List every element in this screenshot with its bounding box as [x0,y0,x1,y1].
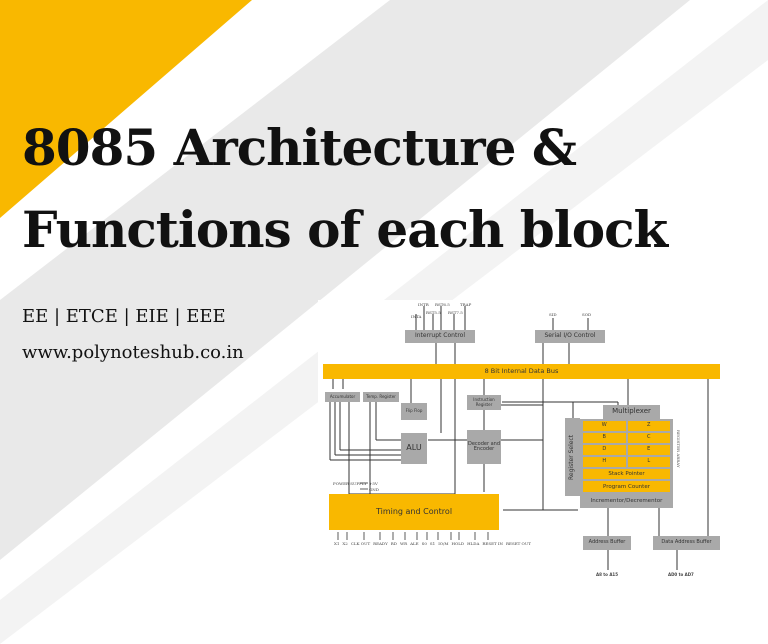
pin-sid: SID [549,312,557,317]
title-line-1: 8085 Architecture & [22,118,577,177]
pin-s0: S0 [421,541,427,546]
pin-io-m: IO/M [438,541,449,546]
pin-rst75: RST7.5 [448,310,463,315]
pin-x2: X2 [342,541,348,546]
data-address-buffer-block: Data Address Buffer [653,536,720,550]
alu-block: ALU [401,433,427,464]
pin-hlda: HLDA [467,541,480,546]
flip-flop-block: Flip Flop [401,403,427,420]
pin-inta: INTA [411,314,422,319]
incrementor-decrementor-block: Incrementor/Decrementor [580,494,673,508]
gray-diagonal-band [0,0,690,560]
instruction-register-block: Instruction Register [467,395,501,410]
pin-x1: X1 [334,541,340,546]
control-pins: X1 X2 CLK OUT READY RD WR ALE S0 S1 IO/M… [334,541,531,546]
pin-gnd: GND [369,487,379,492]
yellow-corner [0,0,252,218]
register-e: E [627,444,670,455]
website: www.polynoteshub.co.in [22,342,244,363]
decoder-encoder-block: Decoder and Encoder [467,430,501,464]
address-buffer-block: Address Buffer [583,536,631,550]
pin-s1: S1 [429,541,436,546]
temp-register-block: Temp. Register [363,392,399,402]
8085-block-diagram: INTA INTR RST5.5 RST6.5 RST7.5 TRAP SID … [318,300,743,592]
register-w: W [583,421,626,431]
register-z: Z [627,421,670,431]
pin-ale: ALE [410,541,419,546]
pin-reset-in: RESET IN [482,541,504,546]
register-c: C [627,432,670,443]
register-array: W Z B C D E H L Stack Pointer Program Co… [580,419,673,494]
pin-rst65: RST6.5 [435,302,450,307]
address-output-label: A8 to A15 [596,572,618,577]
pin-ready: READY [373,541,388,546]
accumulator-block: Accumulator [325,392,360,402]
stack-pointer: Stack Pointer [583,468,670,480]
pin-sod: SOD [582,312,592,317]
pin-reset-out: RESET OUT [506,541,531,546]
serial-io-control-block: Serial I/O Control [535,330,605,343]
pin-rst55: RST5.5 [426,310,441,315]
register-array-label: REGISTER ARRAY [676,430,681,468]
register-b: B [583,432,626,443]
title-line-2: Functions of each block [22,200,668,259]
register-select-block: Register Select [565,418,580,496]
pin-wr: WR [400,541,408,546]
multiplexer-block: Multiplexer [603,405,660,419]
internal-data-bus: 8 Bit Internal Data Bus [323,364,720,379]
pin-intr: INTR [418,302,429,307]
pin-rd: RD [390,541,397,546]
pin-clk-out: CLK OUT [350,541,371,546]
register-h: H [583,456,626,467]
register-d: D [583,444,626,455]
pin-5v: +5V [369,481,378,486]
power-supply-label: POWER SUPPLY [333,481,367,486]
timing-control-block: Timing and Control [329,494,499,530]
pin-trap: TRAP [460,302,472,307]
branches: EE | ETCE | EIE | EEE [22,306,226,327]
pin-hold: HOLD [451,541,465,546]
interrupt-control-block: Interrupt Control [405,330,475,343]
data-output-label: AD0 to AD7 [668,572,694,577]
program-counter: Program Counter [583,481,670,492]
register-l: L [627,456,670,467]
